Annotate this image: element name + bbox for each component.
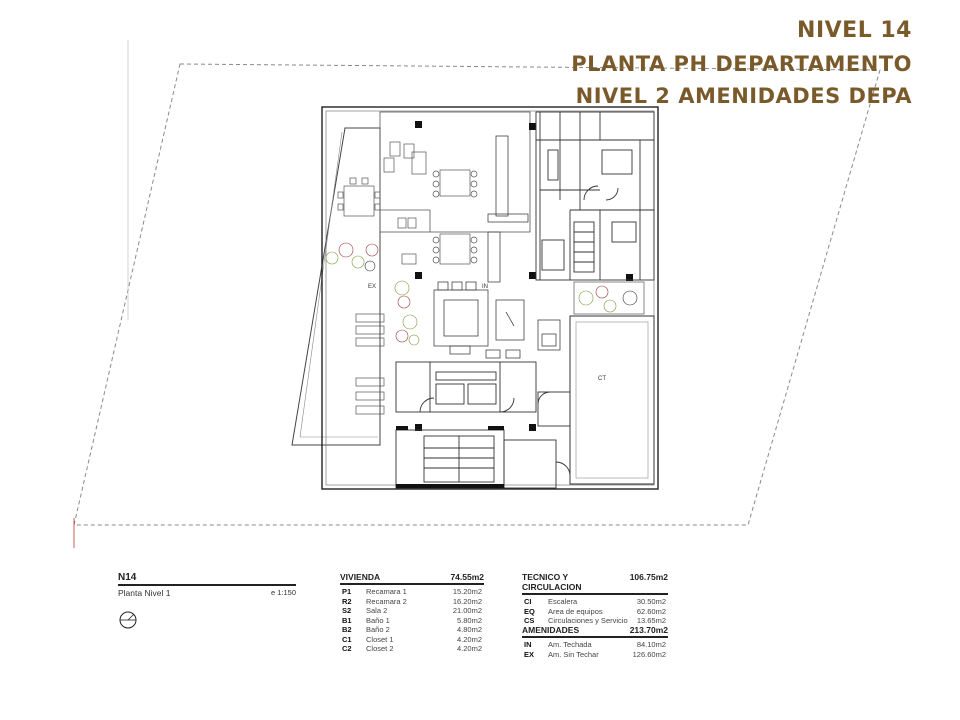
- room-area: 30.50m2: [636, 597, 666, 606]
- site-boundary: [73, 63, 881, 526]
- legend-row: CI Escalera 30.50m2: [522, 597, 668, 607]
- area-ct-inner: [575, 321, 649, 479]
- north-arrow-icon: [119, 611, 137, 629]
- legend-row: B1 Baño 1 5.80m2: [340, 616, 484, 626]
- legend-row: C2 Closet 2 4.20m2: [340, 644, 484, 654]
- room-area: 4.80m2: [456, 625, 482, 634]
- lounge-chairs: [383, 141, 427, 265]
- legend-total: 213.70m2: [629, 625, 668, 635]
- level-info-box: N14 Planta Nivel 1 e 1:150: [118, 572, 296, 598]
- plan-label-ex: EX: [368, 284, 376, 290]
- room-area: 5.80m2: [456, 615, 482, 625]
- room-area: 4.20m2: [456, 644, 482, 653]
- title-level: NIVEL 14: [797, 18, 912, 43]
- room-area: 84.10m2: [636, 640, 666, 649]
- level-code: N14: [118, 572, 296, 586]
- room-code: S2: [342, 606, 352, 615]
- room-area: 13.65m2: [636, 616, 666, 625]
- legend-row: B2 Baño 2 4.80m2: [340, 625, 484, 635]
- stair-core-dark-walls: [396, 426, 504, 488]
- kitchen-counter: [495, 135, 509, 217]
- legend-header: AMENIDADES: [522, 625, 580, 635]
- room-code: EX: [524, 649, 535, 659]
- terrace-dining-set: [337, 177, 381, 217]
- room-name: Am. Sin Techar: [548, 649, 599, 659]
- dining-table-middle: [432, 233, 478, 265]
- title-plan-name: PLANTA PH DEPARTAMENTO: [571, 52, 912, 76]
- level-name: Planta Nivel 1: [118, 588, 171, 598]
- room-name: Escalera: [548, 597, 578, 606]
- room-name: Sala 2: [366, 606, 388, 615]
- room-name: Baño 1: [366, 615, 390, 625]
- room-code: B1: [342, 615, 352, 625]
- terrace-inner-line: [299, 131, 378, 438]
- area-ct-outline: [569, 315, 655, 485]
- room-code: B2: [342, 625, 352, 634]
- dining-table-top: [432, 169, 478, 198]
- room-area: 16.20m2: [452, 596, 482, 606]
- room-code: CI: [524, 597, 532, 606]
- planter-box-right: [573, 281, 645, 315]
- living-area: [433, 281, 561, 359]
- title-amenities: NIVEL 2 AMENIDADES DEPA: [575, 84, 912, 108]
- room-code: R2: [342, 596, 352, 606]
- legend-row: P1 Recamara 1 15.20m2: [340, 587, 484, 597]
- room-area: 126.60m2: [632, 649, 666, 659]
- room-code: IN: [524, 640, 532, 649]
- apartment-block: [535, 111, 655, 281]
- kitchen-island: [487, 213, 529, 223]
- room-name: Circulaciones y Servicio: [548, 616, 628, 625]
- room-area: 4.20m2: [456, 634, 482, 644]
- room-name: Closet 2: [366, 644, 394, 653]
- room-area: 15.20m2: [452, 587, 482, 596]
- room-code: C1: [342, 634, 352, 644]
- room-name: Area de equipos: [548, 606, 603, 616]
- plants: [325, 242, 638, 346]
- legend-header: TECNICO Y CIRCULACION: [522, 572, 582, 592]
- room-name: Closet 1: [366, 634, 394, 644]
- room-code: EQ: [524, 606, 535, 616]
- room-area: 62.60m2: [636, 606, 666, 616]
- bar-counter: [487, 231, 501, 283]
- plan-label-in: IN: [482, 284, 488, 290]
- room-name: Recamara 1: [366, 587, 407, 596]
- legend-total: 106.75m2: [629, 572, 668, 582]
- room-name: Baño 2: [366, 625, 390, 634]
- legend-row: EX Am. Sin Techar 126.60m2: [522, 650, 668, 660]
- legend-row: EQ Area de equipos 62.60m2: [522, 607, 668, 617]
- amenities-block: [379, 111, 531, 233]
- sun-loungers: [355, 313, 385, 415]
- legend-row: S2 Sala 2 21.00m2: [340, 606, 484, 616]
- room-code: CS: [524, 616, 535, 625]
- legend-header: VIVIENDA: [340, 572, 381, 582]
- legend-row: CS Circulaciones y Servicio 13.65m2: [522, 616, 668, 626]
- legend-row: C1 Closet 1 4.20m2: [340, 635, 484, 645]
- services-core: [395, 361, 571, 489]
- room-code: C2: [342, 644, 352, 653]
- legend-row: R2 Recamara 2 16.20m2: [340, 597, 484, 607]
- room-code: P1: [342, 587, 352, 596]
- legend-tecnico: TECNICO Y CIRCULACION 106.75m2 CI Escaler…: [522, 572, 668, 626]
- legend-amenidades: AMENIDADES 213.70m2 IN Am. Techada 84.10m2…: [522, 625, 668, 659]
- drawing-scale: e 1:150: [270, 588, 296, 597]
- structural-columns: [415, 121, 633, 431]
- legend-total: 74.55m2: [450, 572, 484, 582]
- legend-row: IN Am. Techada 84.10m2: [522, 640, 668, 650]
- building-outline: [321, 106, 659, 490]
- plan-label-ct: CT: [598, 376, 606, 382]
- room-name: Am. Techada: [548, 640, 592, 649]
- room-name: Recamara 2: [366, 596, 407, 606]
- terrace-outline: [291, 127, 381, 446]
- room-area: 21.00m2: [452, 606, 482, 615]
